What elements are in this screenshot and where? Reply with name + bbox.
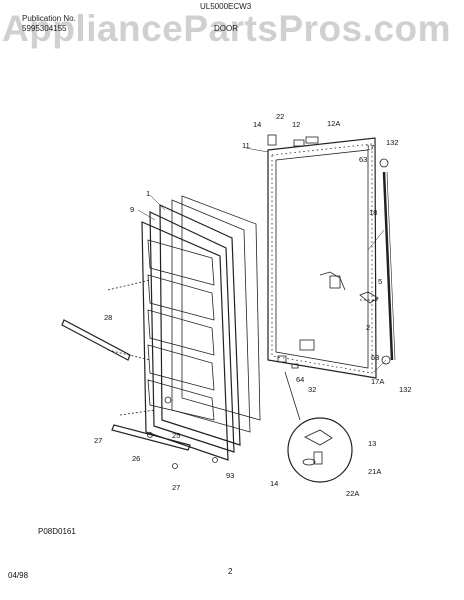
figure-code: P08D0161 (38, 527, 76, 536)
publication-label: Publication No. (22, 14, 76, 23)
callout-27-bottom: 27 (172, 483, 180, 492)
callout-21a: 21A (368, 467, 381, 476)
door-panel (141, 195, 261, 461)
callout-26: 26 (132, 454, 140, 463)
revision-date: 04/98 (8, 571, 29, 580)
callout-63-bottom: 63 (371, 353, 379, 362)
page-number: 2 (228, 567, 233, 576)
door-liner (267, 137, 377, 379)
detail-circle (284, 371, 353, 483)
callout-12a: 12A (327, 119, 340, 128)
callout-22: 22 (276, 112, 284, 121)
gasket-rod (382, 171, 396, 361)
callout-17a: 17A (371, 377, 384, 386)
callout-5: 5 (378, 277, 382, 286)
callout-93: 93 (226, 471, 234, 480)
callout-64: 64 (296, 375, 304, 384)
door-shelves (147, 239, 215, 421)
callout-132-bottom: 132 (399, 385, 412, 394)
callout-9: 9 (130, 205, 134, 214)
callout-1: 1 (146, 189, 150, 198)
callout-132-top: 132 (386, 138, 399, 147)
callout-14: 14 (253, 120, 261, 129)
callout-25: 25 (172, 431, 180, 440)
section-title: DOOR (214, 24, 238, 33)
publication-number: 5995304155 (22, 24, 67, 33)
callout-28: 28 (104, 313, 112, 322)
callout-27-left: 27 (94, 436, 102, 445)
callout-2: 2 (366, 323, 370, 332)
callout-18: 18 (369, 208, 377, 217)
bottom-trim (61, 319, 218, 469)
hinge-parts (267, 134, 391, 369)
callout-11: 11 (242, 141, 250, 150)
model-number: UL5000ECW3 (200, 2, 252, 11)
callout-63-top: 63 (359, 155, 367, 164)
callout-13: 13 (368, 439, 376, 448)
watermark-text: AppliancePartsPros.com (2, 8, 451, 49)
callout-22a: 22A (346, 489, 359, 498)
callout-leaders (137, 147, 387, 373)
callout-14-detail: 14 (270, 479, 278, 488)
callout-32: 32 (308, 385, 316, 394)
callout-17: 17 (366, 143, 374, 152)
callout-12: 12 (292, 120, 300, 129)
